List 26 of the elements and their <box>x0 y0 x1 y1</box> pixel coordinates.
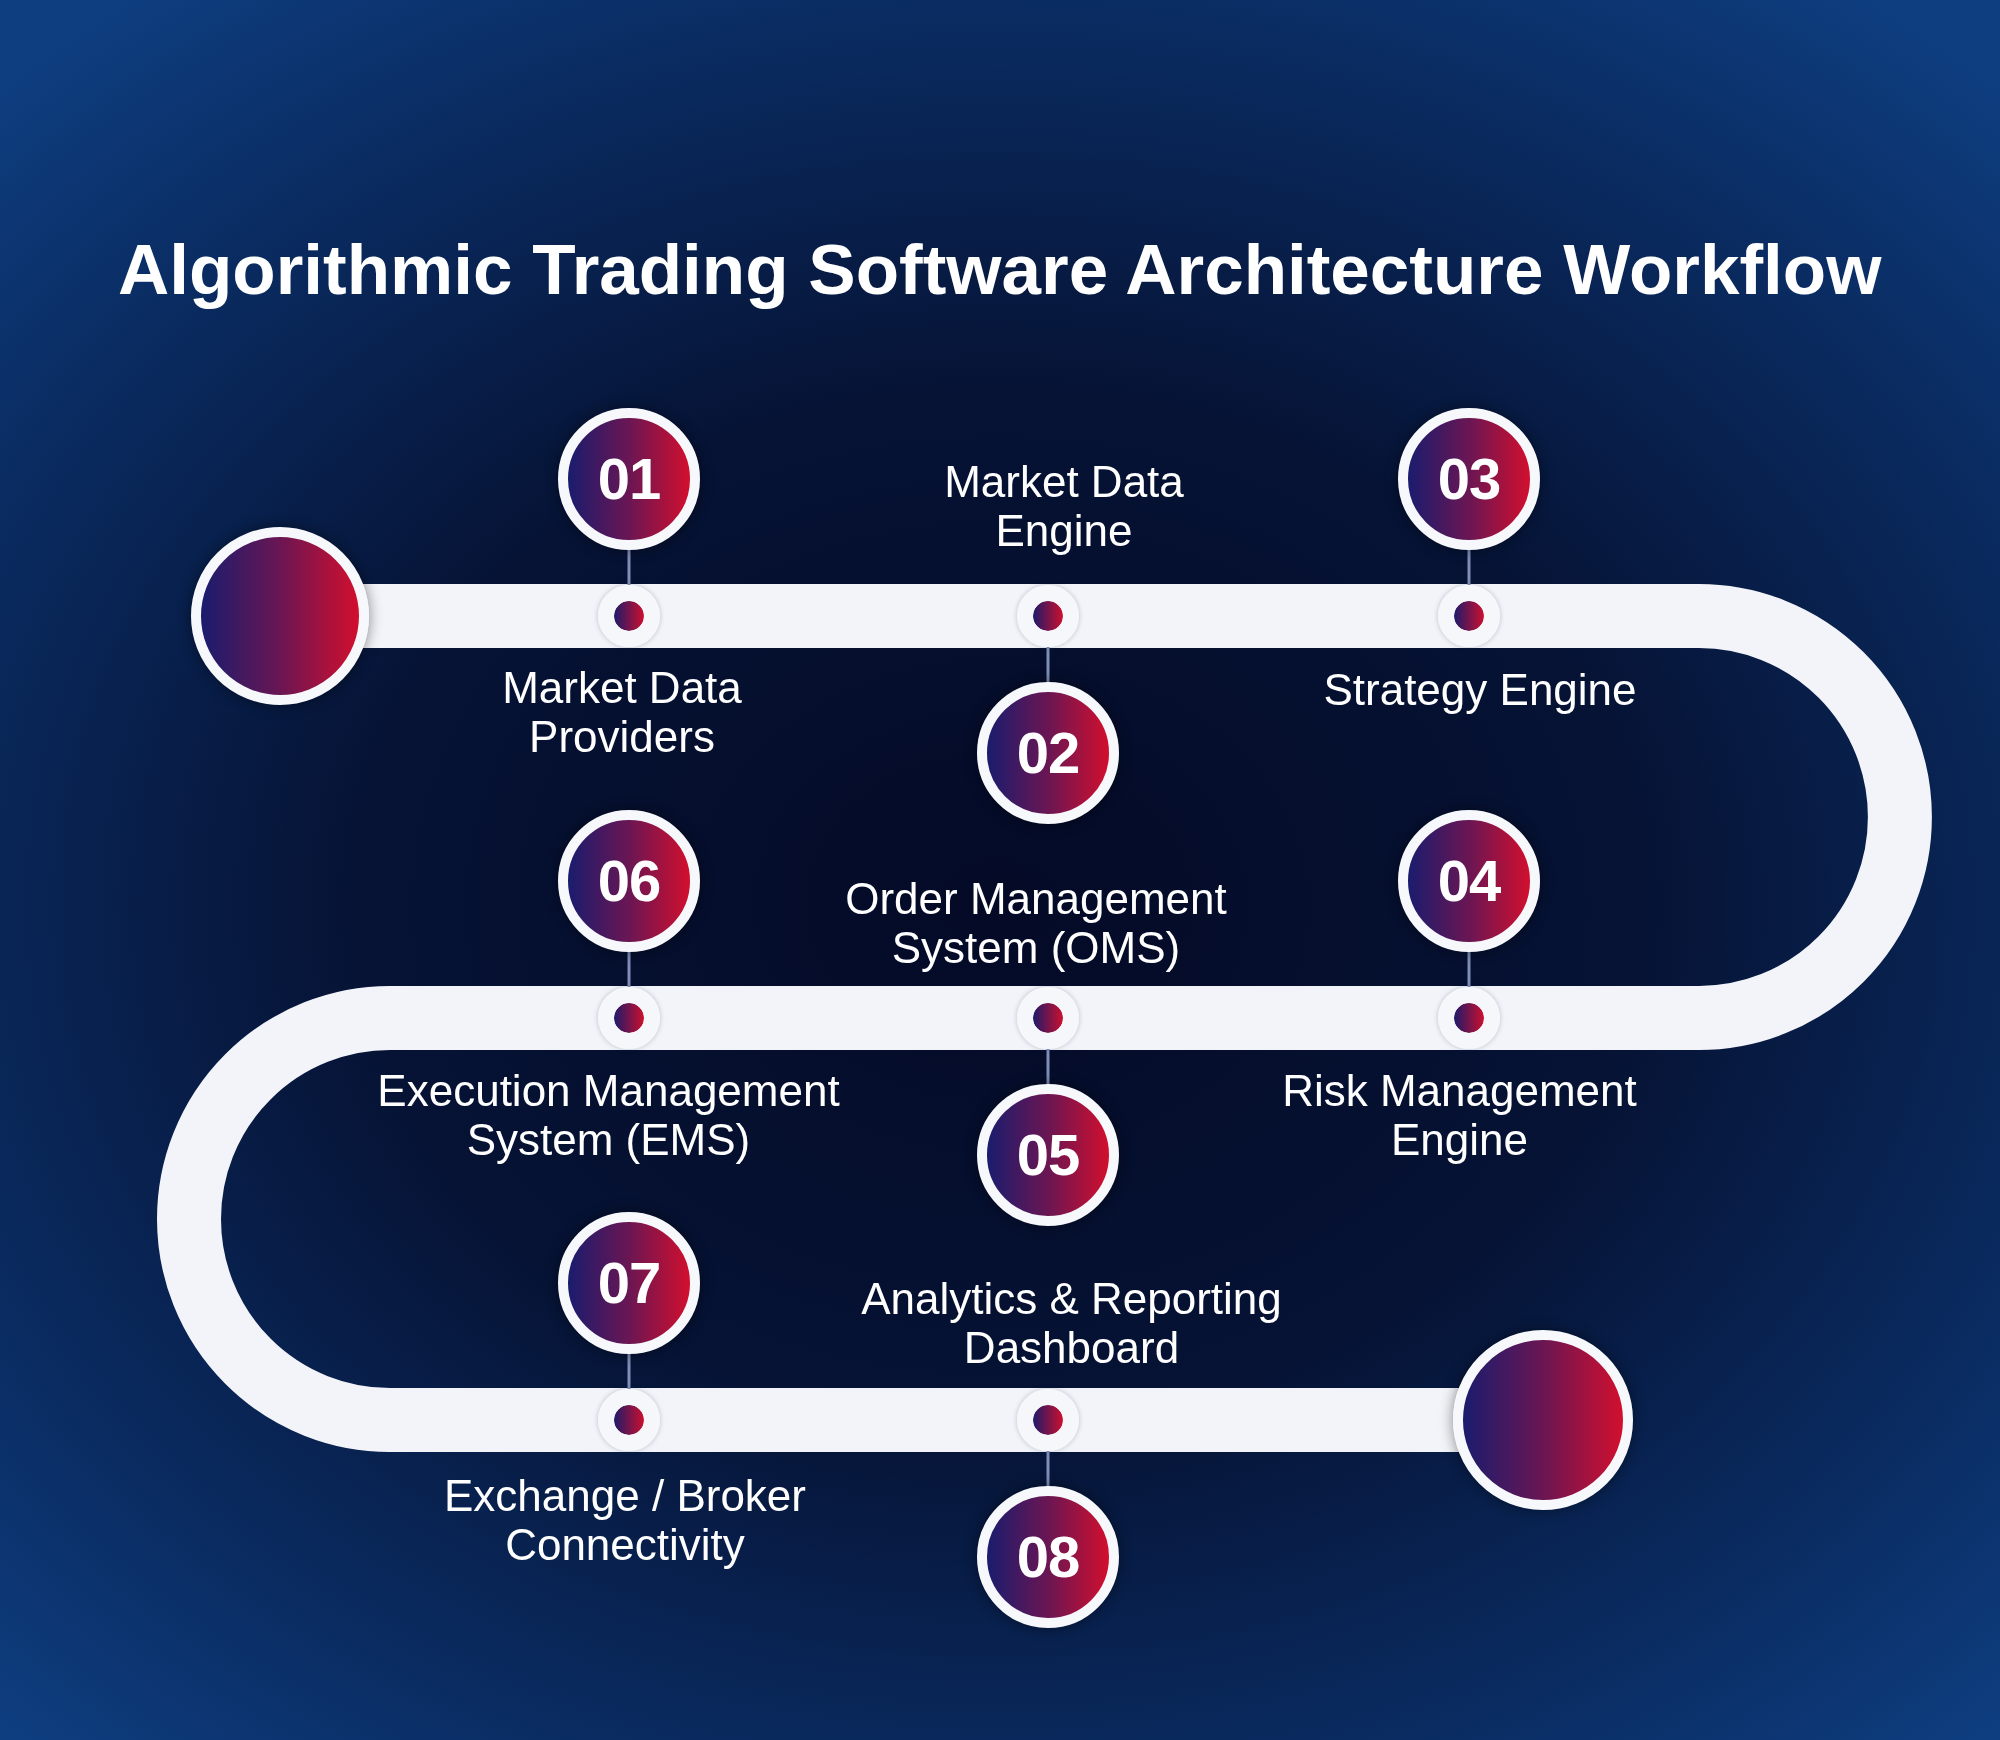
step-label: Market Data Engine <box>943 457 1185 555</box>
connector-line <box>1046 647 1050 682</box>
step-label: Market Data Providers <box>501 663 743 761</box>
step-number: 04 <box>1437 852 1501 910</box>
connector-line <box>1467 952 1471 987</box>
diagram-title: Algorithmic Trading Software Architecture Workflow <box>118 229 1882 311</box>
connector-line <box>627 952 631 987</box>
step-label: Strategy Engine <box>1322 665 1638 714</box>
connector-line <box>1046 1451 1050 1486</box>
connector-line <box>1467 550 1471 585</box>
step-number: 05 <box>1016 1126 1080 1184</box>
connector-line <box>627 1354 631 1389</box>
connector-line <box>1046 1049 1050 1084</box>
step-label: Order Management System (OMS) <box>844 874 1228 972</box>
step-number: 08 <box>1016 1528 1080 1586</box>
step-label: Exchange / Broker Connectivity <box>443 1471 807 1569</box>
connector-line <box>627 550 631 585</box>
step-number: 02 <box>1016 724 1080 782</box>
step-label: Execution Management System (EMS) <box>376 1066 841 1164</box>
step-number: 01 <box>597 450 661 508</box>
step-number: 06 <box>597 852 661 910</box>
step-label: Risk Management Engine <box>1281 1066 1638 1164</box>
road-path <box>158 584 1931 1452</box>
step-number: 03 <box>1437 450 1501 508</box>
step-number: 07 <box>597 1254 661 1312</box>
step-label: Analytics & Reporting Dashboard <box>860 1274 1283 1372</box>
